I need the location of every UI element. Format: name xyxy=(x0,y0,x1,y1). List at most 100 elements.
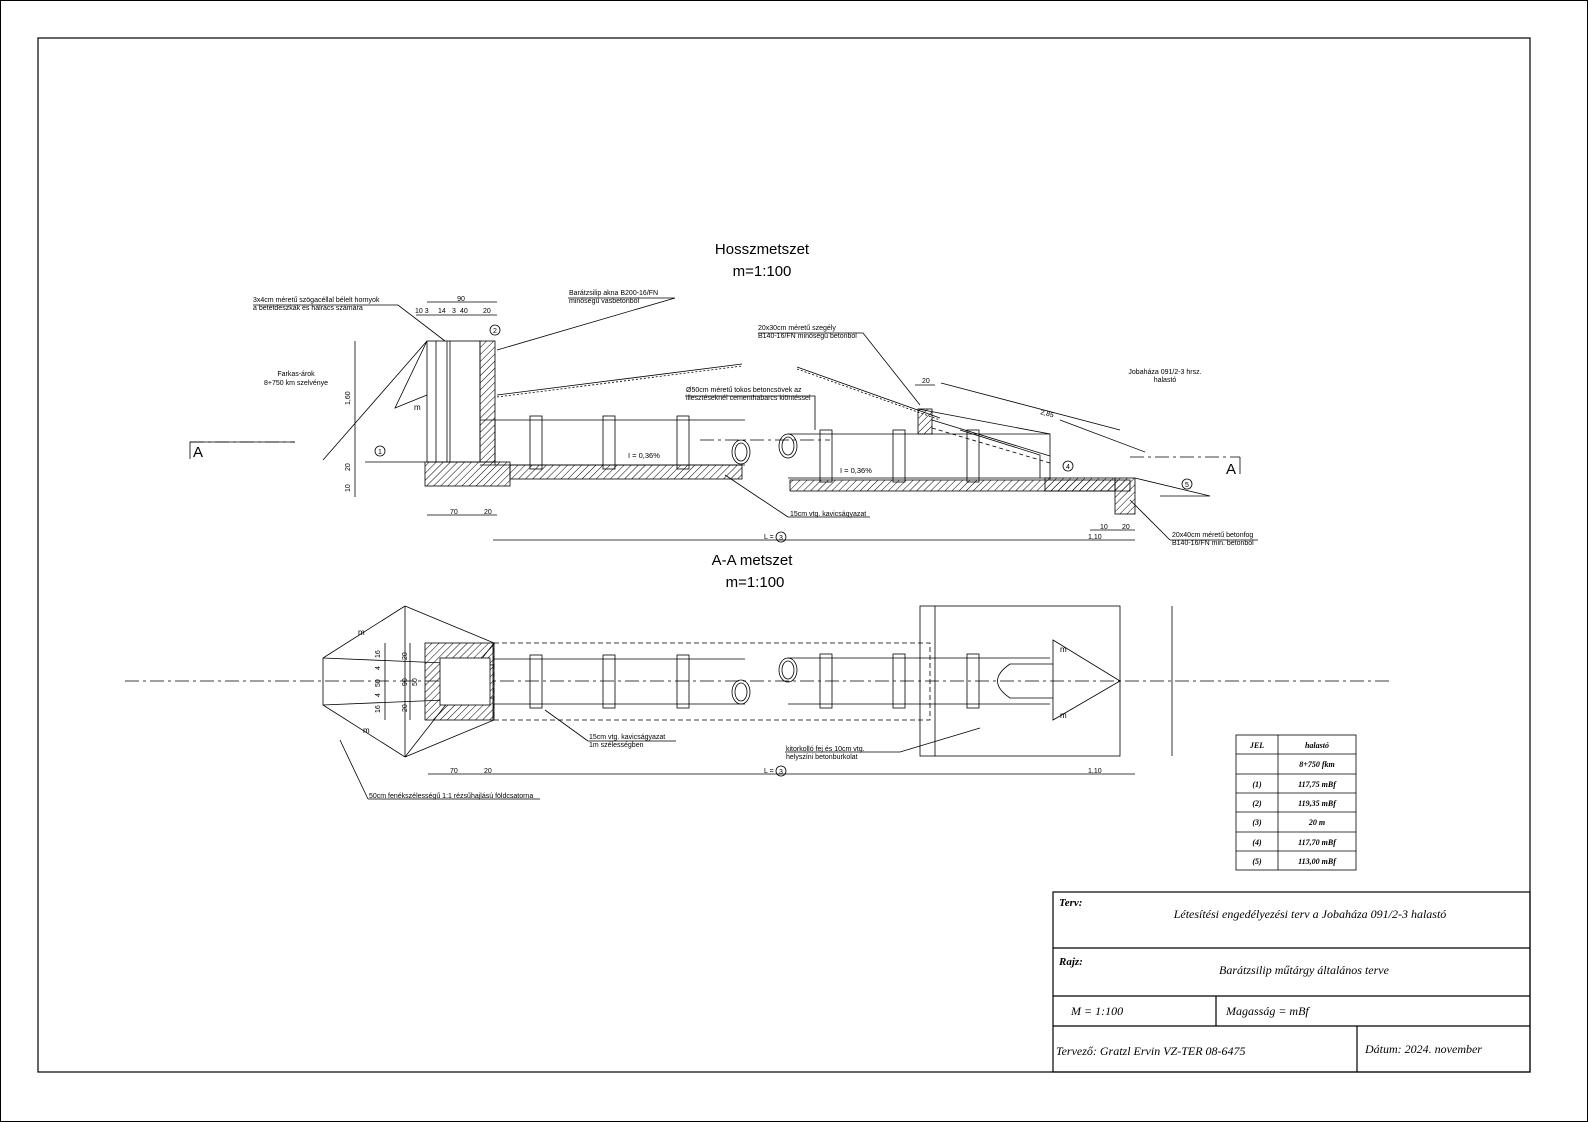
m-mark-long: m xyxy=(414,403,421,412)
svg-text:1,60: 1,60 xyxy=(345,391,352,405)
cut-mark-right: A xyxy=(1226,461,1236,478)
svg-text:20x30cm méretű szegély: 20x30cm méretű szegély xyxy=(758,325,836,332)
svg-text:helyszíni betonburkolat: helyszíni betonburkolat xyxy=(786,754,858,761)
elevation-legend-table: JEL halastó 8+750 fkm (1) 117,75 mBf (2)… xyxy=(1235,734,1357,871)
section-title-long: Hosszmetszet xyxy=(715,241,810,258)
marker-1-long: 1 xyxy=(374,445,386,457)
marker-4-long: 4 xyxy=(1062,460,1074,472)
svg-text:5: 5 xyxy=(1185,482,1189,489)
section-title-plan: A-A metszet xyxy=(712,552,794,569)
svg-text:1,10: 1,10 xyxy=(1088,768,1102,775)
svg-text:50: 50 xyxy=(412,678,419,686)
svg-text:3: 3 xyxy=(779,535,783,542)
svg-text:50cm fenékszélességű 1:1 rézsű: 50cm fenékszélességű 1:1 rézsűhajlású fö… xyxy=(369,793,533,800)
svg-text:a betétdeszkák és hálrács szám: a betétdeszkák és hálrács számára xyxy=(253,305,363,312)
longitudinal-section: Hosszmetszet m=1:100 A A m xyxy=(189,241,1258,547)
svg-text:L =: L = xyxy=(764,768,774,775)
svg-text:20: 20 xyxy=(402,652,409,660)
section-scale-long: m=1:100 xyxy=(733,263,792,280)
pipe-joints-left xyxy=(529,415,690,470)
svg-text:(3): (3) xyxy=(1252,818,1262,827)
svg-text:16: 16 xyxy=(375,705,382,713)
svg-text:14: 14 xyxy=(438,308,446,315)
svg-text:10 3: 10 3 xyxy=(415,308,429,315)
section-scale-plan: m=1:100 xyxy=(726,574,785,591)
long-annotations: 3x4cm méretű szögacéllal bélelt hornyok … xyxy=(253,290,1254,547)
svg-text:20x40cm méretű betonfog: 20x40cm méretű betonfog xyxy=(1172,532,1253,539)
svg-text:3x4cm méretű szögacéllal bélel: 3x4cm méretű szögacéllal bélelt hornyok xyxy=(253,297,380,304)
svg-text:Barátzsilip akna B200-16/FN: Barátzsilip akna B200-16/FN xyxy=(569,290,658,297)
svg-text:113,00 mBf: 113,00 mBf xyxy=(1298,857,1337,866)
svg-text:Ø50cm méretű tokos betoncsövek: Ø50cm méretű tokos betoncsövek az xyxy=(686,387,802,394)
plan-dimensions: 70 20 L = 1,10 16 4 50 4 16 20 90 20 50 xyxy=(375,650,1102,775)
svg-text:117,70 mBf: 117,70 mBf xyxy=(1298,838,1337,847)
svg-text:8+750 fkm: 8+750 fkm xyxy=(1299,760,1334,769)
svg-text:2: 2 xyxy=(493,328,497,335)
svg-text:20: 20 xyxy=(484,509,492,516)
svg-text:halastó: halastó xyxy=(1154,377,1177,384)
svg-text:JEL: JEL xyxy=(1249,741,1264,750)
title-block: Terv: Létesítési engedélyezési terv a Jo… xyxy=(1052,891,1531,1073)
svg-text:119,35 mBf: 119,35 mBf xyxy=(1298,799,1337,808)
terv-label: Terv: xyxy=(1059,897,1082,909)
svg-text:70: 70 xyxy=(450,768,458,775)
height-value: Magasság = mBf xyxy=(1225,1004,1310,1018)
svg-text:40: 40 xyxy=(460,308,468,315)
svg-text:20: 20 xyxy=(922,378,930,385)
svg-text:1,10: 1,10 xyxy=(1088,534,1102,541)
svg-text:1m szélességben: 1m szélességben xyxy=(589,742,644,749)
svg-text:20: 20 xyxy=(345,463,352,471)
svg-text:3: 3 xyxy=(779,769,783,776)
svg-text:117,75 mBf: 117,75 mBf xyxy=(1298,780,1337,789)
svg-text:halastó: halastó xyxy=(1305,741,1329,750)
cut-mark-left: A xyxy=(193,444,203,461)
svg-text:2,85: 2,85 xyxy=(1039,409,1054,419)
svg-text:m: m xyxy=(363,726,370,735)
svg-text:90: 90 xyxy=(402,678,409,686)
marker-5-long: 5 xyxy=(1181,478,1193,490)
svg-text:m: m xyxy=(358,628,365,637)
svg-text:3: 3 xyxy=(452,308,456,315)
svg-text:B140-16/FN min. betonból: B140-16/FN min. betonból xyxy=(1172,540,1254,547)
svg-text:(4): (4) xyxy=(1252,838,1262,847)
marker-3-long: 3 xyxy=(775,531,787,543)
svg-text:Farkas-árok: Farkas-árok xyxy=(277,371,315,378)
long-dimensions: 90 10 3 14 3 40 20 1,60 20 10 70 20 L = … xyxy=(345,296,1130,541)
svg-text:8+750 km szelvénye: 8+750 km szelvénye xyxy=(264,380,328,387)
svg-text:16: 16 xyxy=(375,650,382,658)
svg-text:1: 1 xyxy=(378,449,382,456)
svg-text:50: 50 xyxy=(375,679,382,687)
svg-text:(5): (5) xyxy=(1252,857,1262,866)
svg-text:20: 20 xyxy=(402,704,409,712)
svg-text:10: 10 xyxy=(1100,524,1108,531)
marker-3-plan: 3 xyxy=(775,765,787,777)
rajz-label: Rajz: xyxy=(1058,956,1083,968)
svg-text:15cm vtg. kavicságyazat: 15cm vtg. kavicságyazat xyxy=(589,734,665,741)
svg-text:20: 20 xyxy=(1122,524,1130,531)
svg-text:Jobaháza 091/2-3 hrsz.: Jobaháza 091/2-3 hrsz. xyxy=(1128,369,1201,376)
svg-text:10: 10 xyxy=(345,484,352,492)
svg-text:15cm vtg. kavicságyazat: 15cm vtg. kavicságyazat xyxy=(790,511,866,518)
svg-text:m: m xyxy=(1060,645,1067,654)
svg-text:4: 4 xyxy=(1066,464,1070,471)
svg-text:20: 20 xyxy=(484,768,492,775)
svg-text:70: 70 xyxy=(450,509,458,516)
svg-text:illesztéseknél cementhabarcs k: illesztéseknél cementhabarcs kiöntéssel xyxy=(686,395,811,402)
plan-section: A-A metszet m=1:100 m m xyxy=(125,552,1390,800)
designer-value: Tervező: Gratzl Ervin VZ-TER 08-6475 xyxy=(1056,1044,1246,1058)
svg-text:minőségű vasbetonból: minőségű vasbetonból xyxy=(569,298,639,305)
svg-text:90: 90 xyxy=(457,296,465,303)
date-value: Dátum: 2024. november xyxy=(1364,1042,1482,1056)
svg-text:4: 4 xyxy=(375,693,382,697)
marker-2-long: 2 xyxy=(489,324,501,336)
inner-border xyxy=(37,37,1531,1073)
slope-label-left: I = 0,36% xyxy=(628,451,660,460)
legend-text: JEL halastó 8+750 fkm (1) 117,75 mBf (2)… xyxy=(1249,741,1337,866)
svg-text:(1): (1) xyxy=(1252,780,1262,789)
terv-value: Létesítési engedélyezési terv a Jobaháza… xyxy=(1173,907,1447,921)
slope-label-right: I = 0,36% xyxy=(840,466,872,475)
svg-text:L =: L = xyxy=(764,534,774,541)
